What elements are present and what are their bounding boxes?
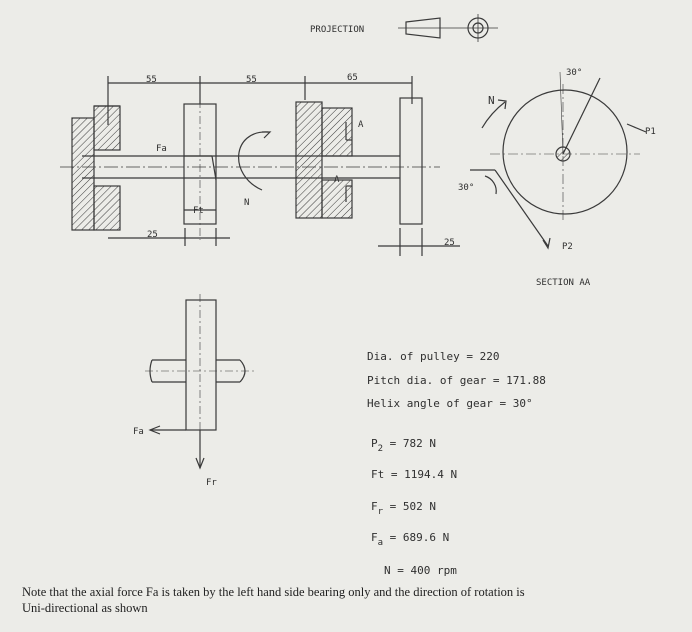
force-p2-sub: 2	[377, 444, 384, 454]
speed-n-eq: =	[397, 564, 404, 577]
dim-25-left: 25	[147, 230, 158, 240]
speed-n-sym: N	[384, 564, 391, 577]
fr-side-label: Fr	[206, 478, 217, 488]
spec-pitch-label: Pitch dia. of gear	[367, 374, 487, 387]
force-ft: Ft = 1194.4 N	[371, 468, 457, 481]
n-small-label: N	[244, 198, 250, 208]
force-p2-sym: P	[371, 437, 378, 450]
angle-top-label: 30°	[566, 68, 583, 78]
spec-pitch-dia: Pitch dia. of gear = 171.88	[367, 374, 546, 387]
spec-pulley-value: 220	[479, 350, 500, 363]
spec-helix-angle: Helix angle of gear = 30°	[367, 397, 533, 410]
force-p2-value: 782 N	[402, 437, 437, 450]
dim-25-right: 25	[444, 238, 455, 248]
dim-55-left: 55	[146, 75, 157, 85]
rotation-n-label: N	[488, 94, 495, 107]
force-fa-eq: =	[389, 531, 397, 544]
speed-n: N = 400 rpm	[384, 564, 457, 577]
force-fa-value: 689.6 N	[402, 531, 450, 544]
right-bearing	[295, 101, 353, 219]
p2-label: P2	[562, 242, 573, 252]
ft-label: Ft	[193, 206, 204, 216]
note-line-2: Uni-directional as shown	[22, 601, 148, 615]
spec-pulley-label: Dia. of pulley	[367, 350, 460, 363]
projection-symbol	[398, 14, 498, 42]
a-upper-label: A	[358, 120, 364, 130]
a-lower-label: A	[334, 175, 340, 185]
spec-pulley-dia: Dia. of pulley = 220	[367, 350, 499, 363]
force-fr-sub: r	[377, 507, 384, 517]
projection-label: PROJECTION	[310, 25, 365, 35]
force-p2-eq: =	[389, 437, 397, 450]
spec-helix-value: 30°	[512, 397, 533, 410]
force-ft-sym: Ft	[371, 468, 385, 481]
force-fa-sym: F	[371, 531, 378, 544]
spec-helix-label: Helix angle of gear	[367, 397, 493, 410]
section-aa	[470, 71, 647, 250]
angle-left-label: 30°	[458, 183, 475, 193]
lower-dimension-lines	[108, 228, 460, 256]
force-fr-sym: F	[371, 500, 378, 513]
pulley	[399, 97, 423, 225]
force-ft-value: 1194.4 N	[404, 468, 458, 481]
spec-helix-eq: =	[499, 397, 507, 410]
force-fr-eq: =	[389, 500, 397, 513]
fa-side-label: Fa	[133, 427, 144, 437]
force-fr: Fr = 502 N	[371, 500, 437, 517]
force-p2: P2 = 782 N	[371, 437, 437, 454]
dim-55-right: 55	[246, 75, 257, 85]
spec-pitch-eq: =	[492, 374, 500, 387]
side-view	[145, 294, 255, 470]
shaft	[60, 155, 440, 179]
speed-n-value: 400 rpm	[410, 564, 457, 577]
note-line-1: Note that the axial force Fa is taken by…	[22, 585, 525, 599]
force-ft-eq: =	[390, 468, 398, 481]
spec-pitch-value: 171.88	[506, 374, 546, 387]
gear	[183, 100, 217, 240]
force-fa-sub: a	[377, 538, 384, 548]
force-fr-value: 502 N	[402, 500, 437, 513]
fa-top-label: Fa	[156, 144, 167, 154]
rotation-arrow	[238, 131, 272, 191]
dim-65: 65	[347, 73, 358, 83]
left-bearing	[71, 105, 121, 231]
p1-label: P1	[645, 127, 656, 137]
section-aa-label: SECTION AA	[536, 278, 591, 288]
force-fa: Fa = 689.6 N	[371, 531, 450, 548]
spec-pulley-eq: =	[466, 350, 473, 363]
